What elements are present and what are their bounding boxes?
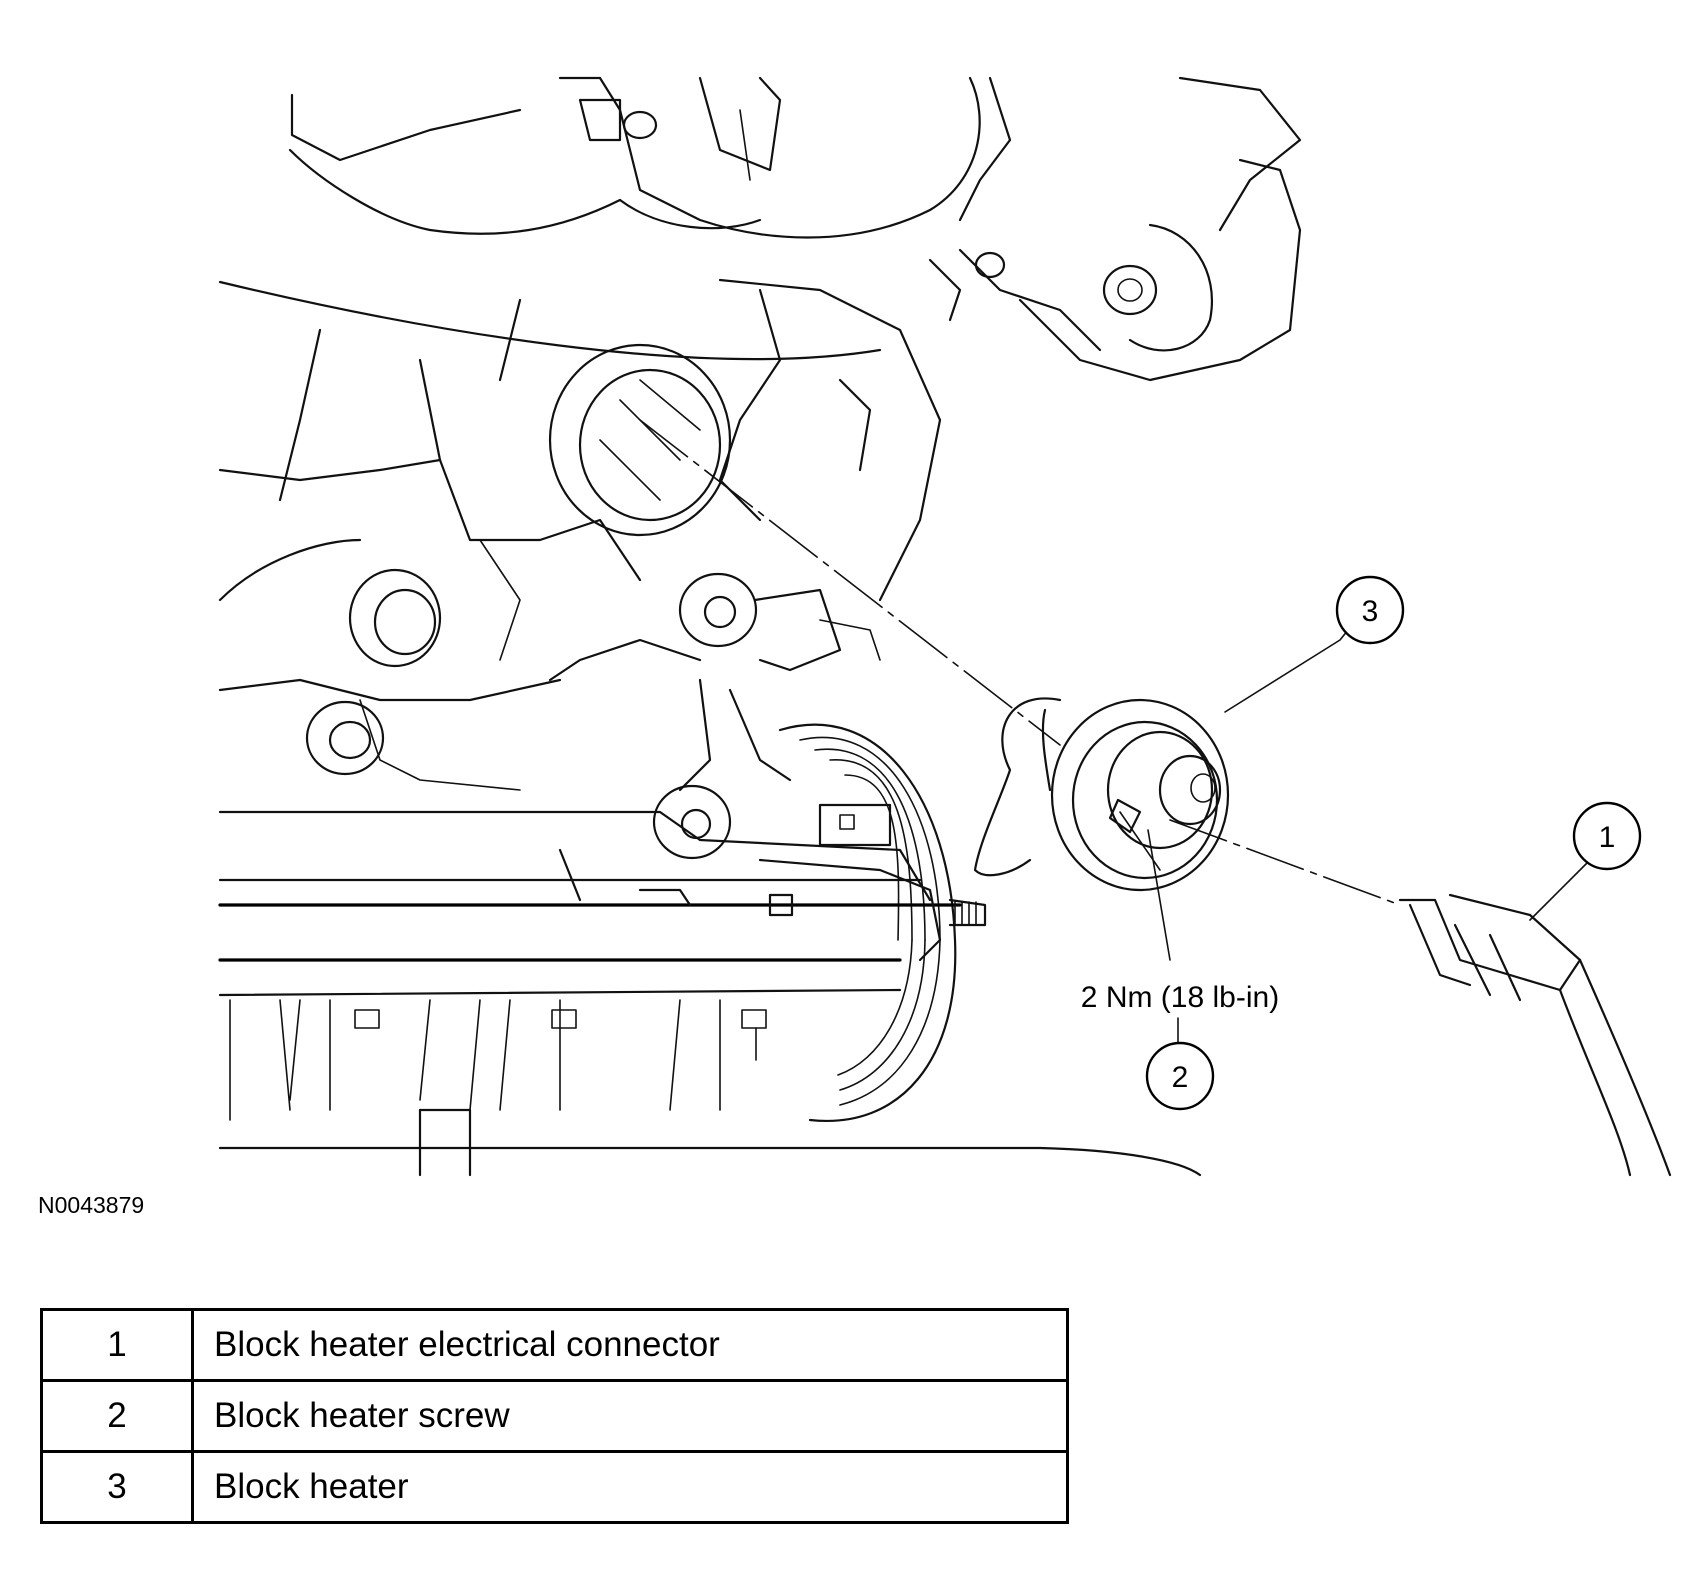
callout-2: 2 (1145, 1041, 1215, 1111)
callout-3: 3 (1335, 575, 1405, 645)
legend-description: Block heater screw (191, 1379, 1069, 1453)
figure-id: N0043879 (38, 1192, 144, 1218)
legend-number: 3 (40, 1450, 194, 1524)
legend-description: Block heater electrical connector (191, 1308, 1069, 1382)
engine-coolant-outlet (548, 278, 942, 602)
legend-row: 1 Block heater electrical connector (40, 1308, 1069, 1382)
svg-text:2: 2 (1172, 1061, 1189, 1094)
legend-row: 3 Block heater (40, 1450, 1069, 1524)
engine-block-heater-illustration: 3 1 2 Nm (18 lb-in) 2 N0043879 (38, 76, 1672, 1218)
torque-specification: 2 Nm (18 lb-in) (1081, 981, 1279, 1014)
legend-description: Block heater (191, 1450, 1069, 1524)
callout-1: 1 (1572, 801, 1642, 871)
block-heater-electrical-connector (1398, 893, 1672, 1177)
legend-table: 1 Block heater electrical connector 2 Bl… (40, 1308, 1069, 1524)
legend-row: 2 Block heater screw (40, 1379, 1069, 1453)
engine-oil-pan (218, 810, 1202, 1177)
sensor-connector (758, 803, 987, 962)
svg-text:1: 1 (1599, 821, 1616, 854)
exploded-view-axis (639, 419, 1401, 906)
legend-number: 1 (40, 1308, 194, 1382)
legend-number: 2 (40, 1379, 194, 1453)
svg-text:3: 3 (1362, 595, 1379, 628)
engine-upper-housing (218, 76, 1302, 382)
engine-block (218, 298, 881, 860)
crankshaft-pulley (778, 723, 957, 1123)
block-heater (973, 697, 1230, 892)
